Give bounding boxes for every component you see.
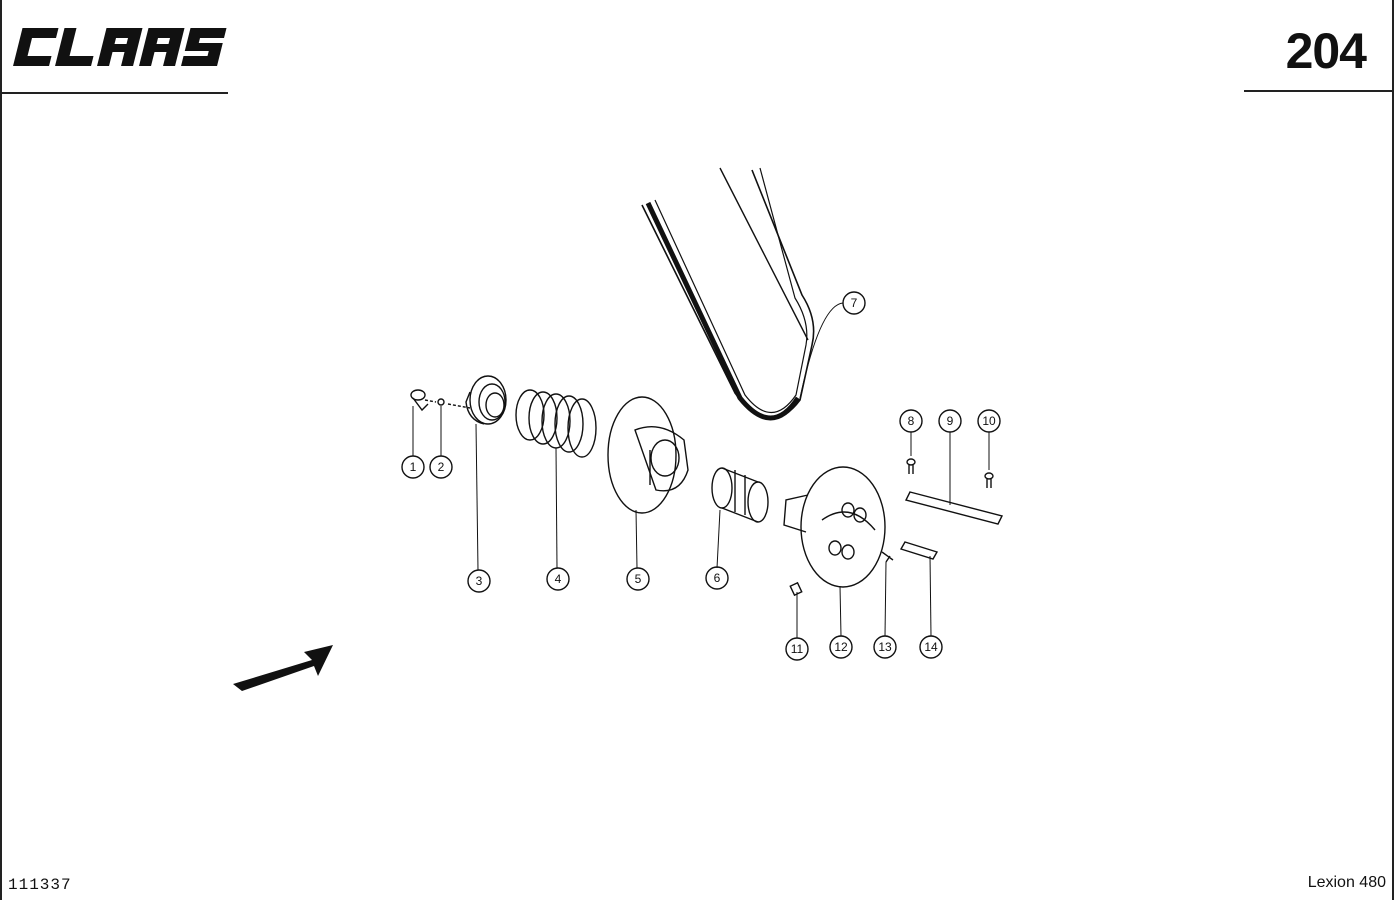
coil-spring-part	[515, 389, 597, 458]
model-label: Lexion 480	[1307, 874, 1386, 891]
callout-12: 12	[834, 640, 848, 654]
direction-arrow-icon	[233, 645, 333, 691]
callout-4: 4	[555, 572, 562, 586]
short-key-part	[899, 541, 939, 560]
page-number: 204	[1285, 23, 1367, 79]
document-number: 111337	[8, 876, 72, 894]
flange-hub-part	[783, 466, 886, 588]
leader-lines	[412, 302, 990, 638]
long-key-part	[904, 491, 1004, 525]
callout-10: 10	[982, 414, 996, 428]
set-screw-part	[789, 581, 803, 597]
callout-6: 6	[714, 571, 721, 585]
grease-nipple-part	[881, 551, 894, 563]
callout-14: 14	[924, 640, 938, 654]
bolt-part	[410, 389, 437, 412]
header-rule-left	[0, 92, 228, 94]
callout-1: 1	[410, 460, 417, 474]
callout-8: 8	[908, 414, 915, 428]
callout-5: 5	[635, 572, 642, 586]
callout-13: 13	[878, 640, 892, 654]
page-frame-left	[0, 0, 2, 900]
pulley-half-part	[607, 396, 689, 514]
claas-logo	[13, 28, 227, 66]
page-frame-right	[1392, 0, 1394, 900]
callout-circles	[401, 291, 1001, 661]
v-belt-part	[641, 167, 815, 421]
callout-2: 2	[438, 460, 445, 474]
screw-left-part	[906, 458, 916, 474]
callout-3: 3	[476, 574, 483, 588]
callout-7: 7	[851, 296, 858, 310]
callout-9: 9	[947, 414, 954, 428]
header-rule-right	[1244, 90, 1394, 92]
screw-right-part	[984, 472, 994, 488]
washer-part	[437, 398, 445, 406]
bearing-cup-part	[447, 375, 507, 425]
bushing-sleeve-part	[711, 467, 769, 523]
callout-11: 11	[791, 642, 804, 656]
